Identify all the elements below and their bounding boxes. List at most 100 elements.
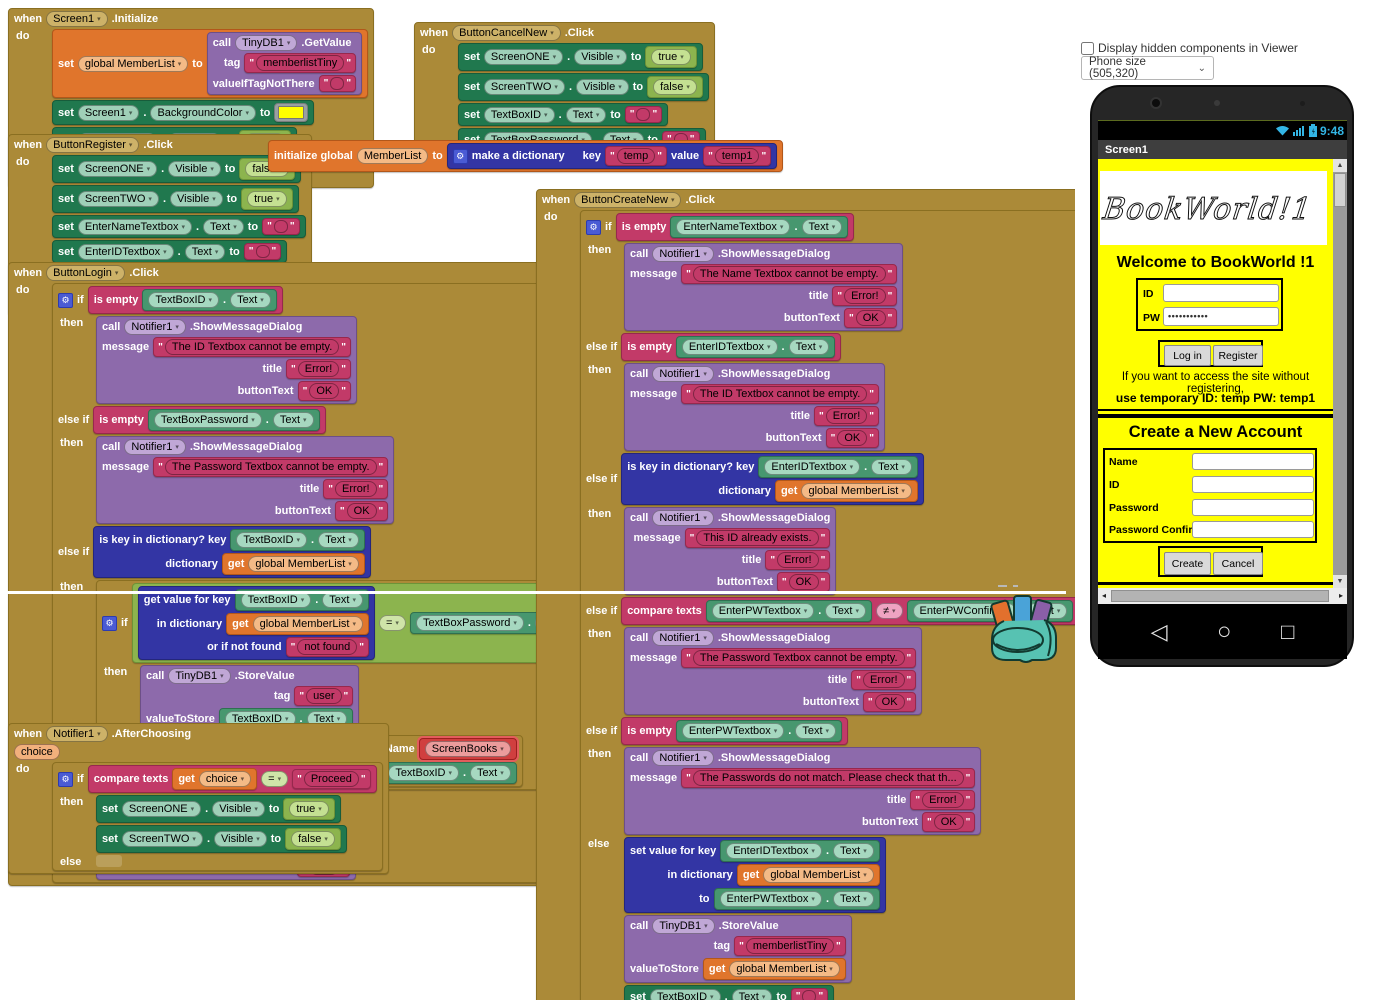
text-string-block[interactable]: "user" <box>294 686 354 706</box>
name-input[interactable] <box>1192 453 1314 470</box>
dropdown-chip[interactable]: OK <box>874 694 905 710</box>
dropdown-chip[interactable]: Text▾ <box>871 459 912 475</box>
cancel-button[interactable]: Cancel <box>1213 552 1263 575</box>
text-string-block[interactable]: "OK" <box>825 428 879 448</box>
text-string-block[interactable]: "This ID already exists." <box>684 528 831 548</box>
dropdown-chip[interactable]: Notifier1▾ <box>652 630 714 646</box>
text-string-block[interactable]: "memberlistTiny" <box>244 53 357 73</box>
home-icon[interactable]: ○ <box>1217 617 1232 645</box>
dropdown-chip[interactable]: TinyDB1▾ <box>235 35 298 51</box>
empty-text-chip[interactable] <box>330 77 345 90</box>
dropdown-chip[interactable]: ButtonLogin▾ <box>46 265 126 281</box>
dropdown-chip[interactable]: ScreenBooks▾ <box>424 741 511 757</box>
dropdown-chip[interactable]: The Name Textbox cannot be empty. <box>692 266 886 282</box>
dropdown-chip[interactable]: Error! <box>844 288 886 304</box>
dropdown-chip[interactable]: Screen1▾ <box>77 104 140 121</box>
dropdown-chip[interactable]: false▾ <box>291 831 335 847</box>
dropdown-chip[interactable]: Visible▾ <box>574 49 627 65</box>
dropdown-chip[interactable]: OK <box>346 503 377 519</box>
block-lg[interactable]: true▾ <box>283 798 335 820</box>
dropdown-chip[interactable]: Visible▾ <box>212 801 265 817</box>
dropdown-chip[interactable]: Error! <box>825 408 868 424</box>
block-cp[interactable]: EnterNameTextbox▾.Text▾ <box>670 216 849 238</box>
dropdown-chip[interactable]: TextBoxPassword▾ <box>153 412 262 428</box>
dropdown-chip[interactable]: EnterNameTextbox▾ <box>77 218 192 235</box>
login-button[interactable]: Log in <box>1164 345 1211 366</box>
empty-text-chip[interactable] <box>636 108 651 121</box>
dropdown-chip[interactable]: TinyDB1▾ <box>168 668 231 684</box>
dropdown-chip[interactable]: global MemberList▾ <box>77 55 189 72</box>
dropdown-chip[interactable]: Text▾ <box>184 243 226 260</box>
dropdown-chip[interactable]: ButtonRegister▾ <box>46 137 140 153</box>
dropdown-chip[interactable]: This ID already exists. <box>696 530 819 546</box>
dropdown-chip[interactable]: user <box>306 688 342 704</box>
dropdown-chip[interactable]: TextBoxPassword▾ <box>415 615 524 631</box>
id-input[interactable] <box>1163 284 1279 302</box>
dropdown-chip[interactable]: temp1 <box>714 148 760 164</box>
block-cp[interactable]: EnterPWTextbox▾.Text▾ <box>675 720 843 742</box>
password-input[interactable] <box>1192 499 1314 516</box>
dropdown-chip[interactable]: Notifier1▾ <box>652 510 714 526</box>
dropdown-chip[interactable]: ScreenTWO▾ <box>121 831 203 847</box>
empty-string-block[interactable]: "" <box>243 243 282 260</box>
dropdown-chip[interactable]: global MemberList▾ <box>763 867 874 883</box>
empty-text-chip[interactable] <box>802 990 817 1000</box>
dropdown-chip[interactable]: ButtonCancelNew▾ <box>452 25 561 41</box>
block-lg[interactable]: true▾ <box>645 46 697 68</box>
dropdown-chip[interactable]: Error! <box>335 481 377 497</box>
text-string-block[interactable]: "Error!" <box>851 670 917 690</box>
dropdown-chip[interactable]: OK <box>309 383 340 399</box>
text-string-block[interactable]: "Error!" <box>910 790 976 810</box>
dropdown-chip[interactable]: Text▾ <box>322 592 363 608</box>
mutator-gear-icon[interactable]: ⚙ <box>102 615 117 631</box>
dropdown-chip[interactable]: Error! <box>777 552 819 568</box>
dropdown-chip[interactable]: ScreenTWO▾ <box>483 79 565 95</box>
dropdown-chip[interactable]: Text▾ <box>230 292 271 308</box>
dropdown-chip[interactable]: Visible▾ <box>168 161 221 177</box>
dropdown-chip[interactable]: ScreenONE▾ <box>77 161 158 177</box>
create-button[interactable]: Create <box>1164 552 1211 575</box>
dropdown-chip[interactable]: EnterPWTextbox▾ <box>711 603 815 619</box>
dropdown-chip[interactable]: memberlistTiny <box>745 938 835 954</box>
dropdown-chip[interactable]: Notifier1▾ <box>652 246 714 262</box>
dropdown-chip[interactable]: TextBoxID▾ <box>483 106 555 123</box>
block-cp[interactable]: TextBoxID▾.Text▾ <box>234 589 369 611</box>
dropdown-chip[interactable]: true▾ <box>651 49 691 65</box>
empty-socket[interactable] <box>96 855 122 867</box>
register-button[interactable]: Register <box>1213 345 1263 366</box>
dropdown-chip[interactable]: Visible▾ <box>576 79 629 95</box>
text-string-block[interactable]: "The Passwords do not match. Please chec… <box>681 768 976 788</box>
mutator-gear-icon[interactable]: ⚙ <box>452 148 468 164</box>
text-string-block[interactable]: "The ID Textbox cannot be empty." <box>681 384 879 404</box>
dropdown-chip[interactable]: global MemberList▾ <box>801 483 912 499</box>
dropdown-chip[interactable]: Text▾ <box>833 891 874 907</box>
dropdown-chip[interactable]: Error! <box>922 792 964 808</box>
dropdown-chip[interactable]: temp <box>616 148 656 164</box>
text-string-block[interactable]: "not found" <box>285 637 369 657</box>
dropdown-chip[interactable]: Text▾ <box>203 218 244 235</box>
dropdown-chip[interactable]: OK <box>837 430 868 446</box>
text-string-block[interactable]: "OK" <box>862 692 917 712</box>
